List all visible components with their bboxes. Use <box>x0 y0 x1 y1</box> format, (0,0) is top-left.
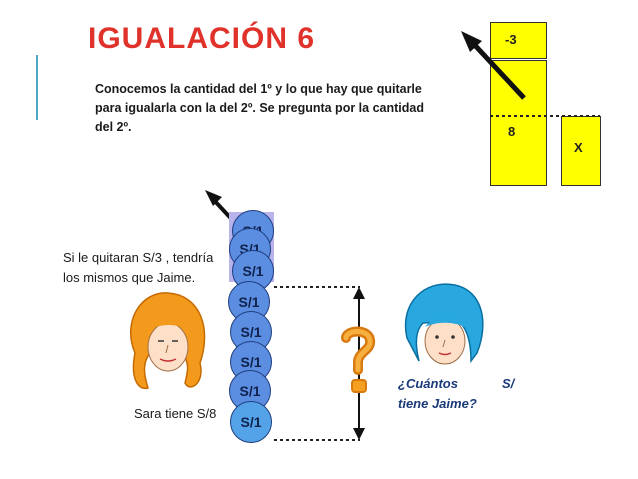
question-currency: S/ <box>502 376 515 391</box>
problem-description: Conocemos la cantidad del 1º y lo que ha… <box>95 82 424 134</box>
question-line2: tiene Jaime? <box>398 396 477 411</box>
accent-line <box>36 55 38 120</box>
removal-arrow-icon <box>461 31 526 100</box>
question-mark-icon <box>341 326 376 393</box>
jaime-bar <box>561 116 601 186</box>
sara-caption: Sara tiene S/8 <box>134 406 217 421</box>
sara-bar <box>490 60 547 186</box>
question-text: ¿Cuántos S/ tiene Jaime? <box>398 374 528 414</box>
sara-face <box>130 292 206 390</box>
question-line1: ¿Cuántos <box>398 376 458 391</box>
sara-bar-label: 8 <box>508 124 516 139</box>
jaime-bar-label: X <box>574 140 583 155</box>
subtract-label: -3 <box>505 32 517 47</box>
page-title: IGUALACIÓN 6 <box>88 22 316 55</box>
condition-text: Si le quitaran S/3 , tendría los mismos … <box>63 250 214 285</box>
coin: S/1 <box>230 401 272 443</box>
subtract-bar <box>490 22 547 59</box>
jaime-face <box>404 283 484 365</box>
